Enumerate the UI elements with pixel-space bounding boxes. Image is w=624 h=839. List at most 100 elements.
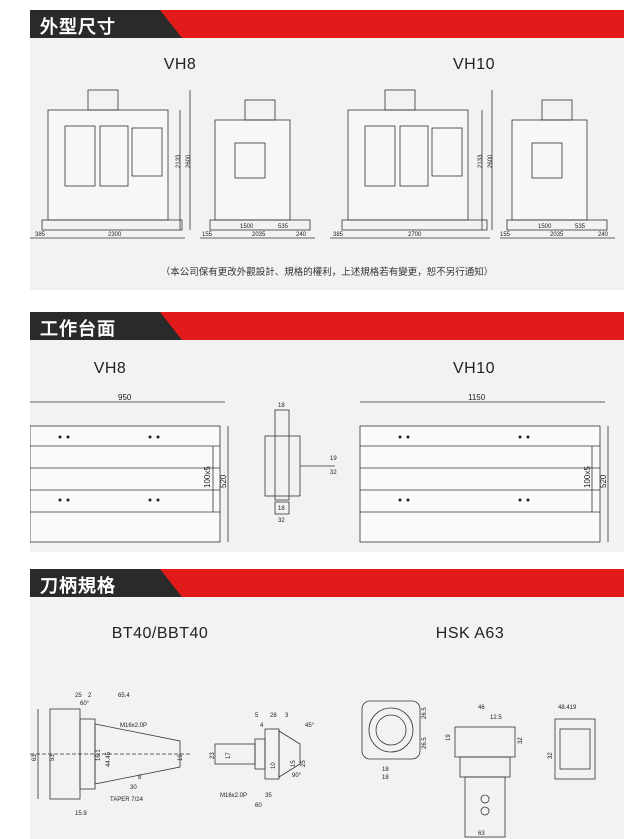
bt-dia1-dim: 63: [32, 754, 38, 761]
dimensions-panel: VH8 VH10: [30, 38, 624, 290]
t-slot-section-view: [264, 409, 335, 515]
vh10-front-left-dim: 385: [333, 232, 344, 238]
vh8-front-width-dim: 2300: [108, 232, 122, 238]
vh8-height1-dim: 2133: [176, 154, 182, 168]
pull-stud-view: [214, 728, 301, 780]
tooling-panel: BT40/BBT40 HSK A63: [30, 597, 624, 839]
disclaimer-note: （本公司保有更改外觀設計、規格的權利，上述規格若有變更，恕不另行通知）: [160, 267, 494, 278]
vh10-length-dim: 1150: [468, 393, 486, 402]
tooling-drawings: 25 2 60° 65.4 M16x2.0P 63 53 44.45 16.1 …: [30, 693, 596, 838]
bt-dia3-dim: 44.45: [106, 751, 112, 767]
vh10-table-top-view: [359, 401, 609, 543]
vh8-side-d2-dim: 535: [278, 224, 289, 230]
vh10-side-view: [500, 99, 615, 239]
bt-l3-dim: 35: [265, 793, 272, 799]
vh10-side-d2-dim: 535: [575, 224, 586, 230]
vh10-width-dim: 520: [599, 474, 608, 488]
vh10-side-depth-dim: 2035: [550, 232, 564, 238]
header-banner: [30, 312, 624, 340]
header-banner: [30, 569, 624, 597]
bt-q5-dim: 25: [301, 760, 307, 767]
bt-p2-dim: 28: [270, 713, 277, 719]
hsk-b-dim: 26.5: [422, 737, 428, 749]
section-header-table: 工作台面: [30, 312, 624, 340]
vh8-height2-dim: 2600: [186, 154, 192, 168]
hsk-h-dim: 32: [548, 752, 554, 759]
section-title: 工作台面: [40, 319, 116, 339]
vh10-side-left-dim: 155: [500, 232, 511, 238]
bt-p1-dim: 5: [255, 713, 259, 719]
bt-base-dim: 15.9: [75, 811, 87, 817]
vh8-side-view: [200, 99, 315, 239]
vh8-side-depth-dim: 2035: [252, 232, 266, 238]
vh8-side-d1-dim: 1500: [240, 224, 254, 230]
vh8-table-top-view: [30, 401, 229, 543]
slot-h2-dim: 32: [330, 470, 337, 476]
model-label-vh8: VH8: [93, 360, 127, 377]
hsk-side-view: [454, 726, 516, 838]
bt-l1-dim: 30: [130, 785, 137, 791]
slot-w2-dim: 18: [278, 506, 285, 512]
slot-w3-dim: 32: [278, 518, 285, 524]
machine-drawings: 385 2300 2133 2600 155 1500 535 2035 240…: [30, 89, 615, 239]
bt-q1-dim: 23: [210, 752, 216, 759]
vh10-height2-dim: 2600: [488, 154, 494, 168]
model-label-hsk: HSK A63: [435, 625, 505, 642]
model-label-bt40: BT40/BBT40: [111, 625, 209, 642]
bt40-holder-view: [30, 708, 190, 800]
bt-d1-dim: 25: [75, 693, 82, 699]
bt-ang3-dim: 90°: [292, 773, 302, 779]
vh8-slots-dim: 100x5: [203, 466, 212, 488]
bt-d2-dim: 2: [88, 693, 92, 699]
section-header-tooling: 刀柄規格: [30, 569, 624, 597]
bt-h1-dim: 16.1: [96, 749, 102, 761]
vh8-front-view: [30, 89, 191, 239]
section-table: 工作台面 VH8 VH10: [0, 312, 624, 552]
bt-taper-dim: TAPER 7/24: [110, 797, 144, 803]
header-banner: [30, 10, 624, 38]
bt-dia2-dim: 53: [50, 754, 56, 761]
bt-ang2-dim: 45°: [305, 723, 315, 729]
vh10-slots-dim: 100x5: [583, 466, 592, 488]
model-label-vh10: VH10: [452, 56, 496, 73]
vh10-front-view: [330, 89, 493, 239]
hsk-dia1-dim: 46: [478, 705, 485, 711]
slot-h1-dim: 19: [330, 456, 337, 462]
section-title: 刀柄規格: [40, 576, 116, 596]
hsk-end-view: [554, 718, 596, 780]
model-label-vh10: VH10: [452, 360, 496, 377]
hsk-k-dim: 48.419: [558, 705, 577, 711]
bt-q3-dim: 10: [271, 762, 277, 769]
vh8-side-right-dim: 240: [296, 232, 307, 238]
bt-thread2-dim: M16x2.0P: [220, 793, 247, 799]
section-tooling: 刀柄規格 BT40/BBT40 HSK A63: [0, 569, 624, 839]
vh8-side-left-dim: 155: [202, 232, 213, 238]
section-dimensions: 外型尺寸 VH8 VH10: [0, 10, 624, 290]
hsk-a-dim: 26.5: [422, 707, 428, 719]
vh10-height1-dim: 2133: [478, 154, 484, 168]
hsk-e-dim: 12.5: [490, 715, 502, 721]
table-panel: VH8 VH10: [30, 340, 624, 552]
vh10-side-d1-dim: 1500: [538, 224, 552, 230]
bt-p3-dim: 3: [285, 713, 289, 719]
hsk-front-view: [361, 700, 421, 760]
bt-dia4-dim: 19: [178, 754, 184, 761]
vh10-side-right-dim: 240: [598, 232, 609, 238]
section-title: 外型尺寸: [40, 17, 116, 37]
bt-angle-dim: 60°: [80, 701, 90, 707]
bt-l4-dim: 60: [255, 803, 262, 809]
vh10-front-width-dim: 2700: [408, 232, 422, 238]
slot-w1-dim: 18: [278, 403, 285, 409]
vh8-length-dim: 950: [118, 393, 132, 402]
bt-q4-dim: 15: [291, 760, 297, 767]
model-label-vh8: VH8: [163, 56, 197, 73]
bt-len-dim: 65.4: [118, 693, 130, 699]
bt-l2-dim: 8: [138, 775, 142, 781]
bt-thread-dim: M16x2.0P: [120, 723, 147, 729]
hsk-dia2-dim: 63: [478, 831, 485, 837]
hsk-f-dim: 19: [446, 734, 452, 741]
hsk-c-dim: 18: [382, 767, 389, 773]
table-drawings: 950 100x5 520 18 19 32 18 32 1150 100x5 …: [30, 393, 609, 543]
hsk-g-dim: 32: [518, 737, 524, 744]
section-header-dimensions: 外型尺寸: [30, 10, 624, 38]
